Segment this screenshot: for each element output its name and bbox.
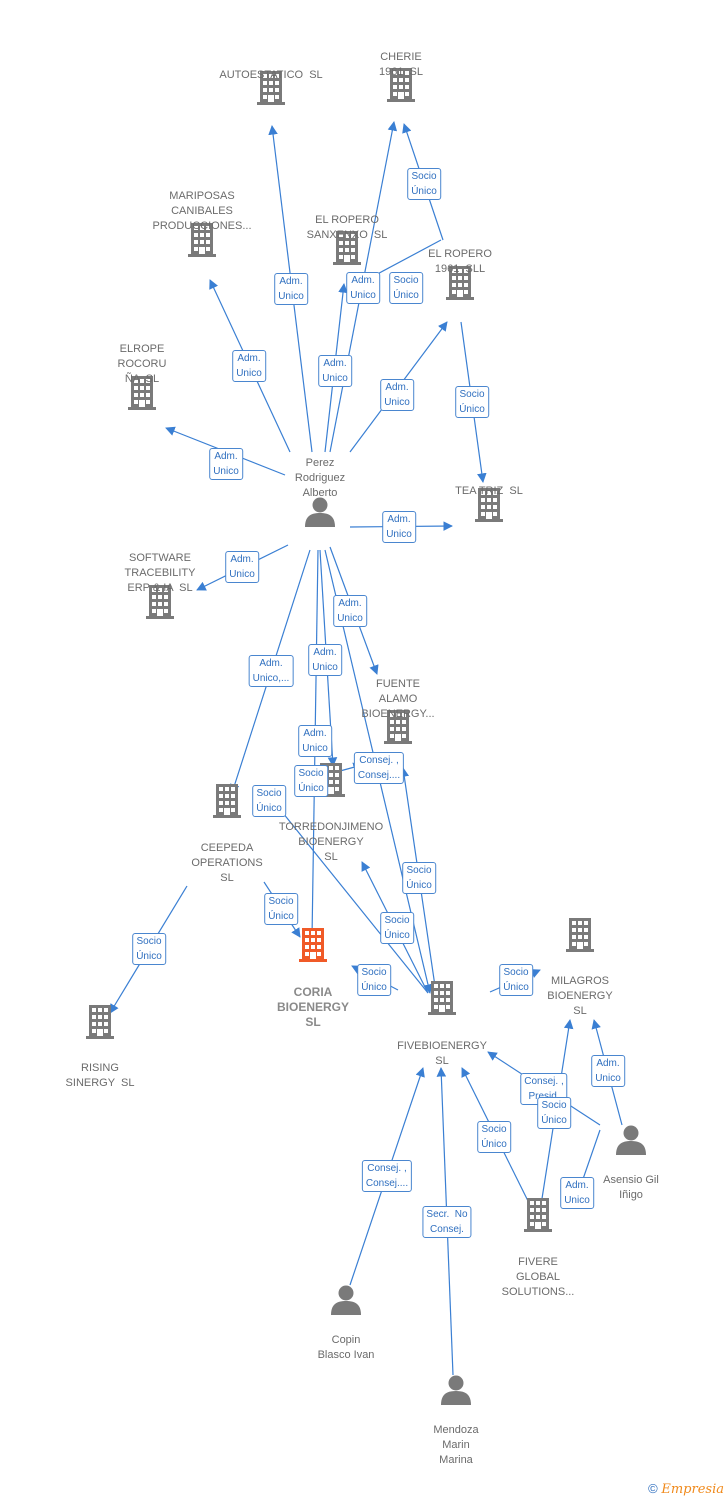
edge-label-perez-to-teatriz[interactable]: Adm. Unico <box>382 511 416 543</box>
edge-label-mendoza-to-fivebio[interactable]: Secr. No Consej. <box>422 1206 472 1238</box>
person-icon-copin[interactable] <box>331 1285 361 1316</box>
edge-label-fivebio-to-milagros[interactable]: Socio Único <box>499 964 533 996</box>
node-label-milagros[interactable]: MILAGROS BIOENERGY SL <box>547 975 613 1017</box>
node-label-elropero1961[interactable]: EL ROPERO 1961 SLL <box>428 248 492 275</box>
building-icon-coria[interactable] <box>299 928 327 962</box>
edge-label-fivebio-to-fuente[interactable]: Socio Único <box>402 862 436 894</box>
edge-label-torredon-to-fuente[interactable]: Consej. , Consej.... <box>353 752 405 784</box>
edge-label-fivere-to-milagros[interactable]: Socio Único <box>537 1097 571 1129</box>
edge-label-elropero1961-to-elroperosanx[interactable]: Socio Único <box>389 272 423 304</box>
edge-label-fivebio-to-coria[interactable]: Socio Único <box>357 964 391 996</box>
edge-label-perez-to-coria[interactable]: Adm. Unico <box>308 644 342 676</box>
person-icon-mendoza[interactable] <box>441 1375 471 1406</box>
edge-label-perez-to-fivebio[interactable]: Socio Único <box>294 765 328 797</box>
node-label-mariposas[interactable]: MARIPOSAS CANIBALES PRODUCCIONES... <box>152 190 252 232</box>
edge-label-perez-to-mariposas[interactable]: Adm. Unico <box>232 350 266 382</box>
node-label-cherie[interactable]: CHERIE 1961 SL <box>378 51 424 78</box>
edge-label-perez-to-elroperosanx[interactable]: Adm. Unico <box>318 355 352 387</box>
edge-label-elropero1961-to-cherie[interactable]: Socio Único <box>407 168 441 200</box>
building-icon-fivebio[interactable] <box>428 981 456 1015</box>
node-label-torredon[interactable]: TORREDONJIMENO BIOENERGY SL <box>278 821 384 863</box>
node-label-coria[interactable]: CORIA BIOENERGY SL <box>276 985 350 1029</box>
node-label-fivere[interactable]: FIVERE GLOBAL SOLUTIONS... <box>501 1256 575 1298</box>
node-label-ceepeda[interactable]: CEEPEDA OPERATIONS SL <box>191 842 263 884</box>
building-icon-rising[interactable] <box>86 1005 114 1039</box>
edge-label-asensio-to-milagros[interactable]: Adm. Unico <box>591 1055 625 1087</box>
node-label-rising[interactable]: RISING SINERGY SL <box>65 1062 135 1089</box>
node-label-copin[interactable]: Copin Blasco Ivan <box>317 1334 375 1361</box>
edge-label-ceepeda-to-rising[interactable]: Socio Único <box>132 933 166 965</box>
node-label-software[interactable]: SOFTWARE TRACEBILITY ERP & IA SL <box>124 552 196 594</box>
node-label-teatriz[interactable]: TEA TRIZ SL <box>455 485 523 497</box>
edge-label-asensio-to-fivere[interactable]: Adm. Unico <box>560 1177 594 1209</box>
node-label-fuente[interactable]: FUENTE ALAMO BIOENERGY... <box>361 678 435 720</box>
edge-label-perez-to-elropero1961[interactable]: Adm. Unico <box>380 379 414 411</box>
node-label-elrope[interactable]: ELROPE ROCORU ÑA SL <box>117 343 167 385</box>
edge-label-ceepeda-to-coria[interactable]: Socio Único <box>264 893 298 925</box>
edge-label-elropero1961-to-teatriz[interactable]: Socio Único <box>455 386 489 418</box>
copyright-symbol: © <box>648 1481 658 1496</box>
person-icon-asensio[interactable] <box>616 1125 646 1156</box>
edge-label-fivebio-to-torredon[interactable]: Socio Único <box>380 912 414 944</box>
node-label-mendoza[interactable]: Mendoza Marin Marina <box>433 1424 479 1466</box>
building-icon-ceepeda[interactable] <box>213 784 241 818</box>
edge-label-perez-to-cherie[interactable]: Adm. Unico <box>346 272 380 304</box>
node-label-elroperosanx[interactable]: EL ROPERO SANXENXO SL <box>306 214 388 241</box>
footer: © Empresia <box>648 1481 724 1497</box>
edge-label-perez-to-fuente[interactable]: Adm. Unico <box>333 595 367 627</box>
edge-label-perez-to-software[interactable]: Adm. Unico <box>225 551 259 583</box>
edge-label-copin-to-fivebio[interactable]: Consej. , Consej.... <box>361 1160 413 1192</box>
node-label-perez[interactable]: Perez Rodriguez Alberto <box>294 457 346 499</box>
person-icon-perez[interactable] <box>305 497 335 528</box>
edge-label-perez-to-autoestatico[interactable]: Adm. Unico <box>274 273 308 305</box>
edge-label-fivebio-to-torredon[interactable]: Socio Único <box>252 785 286 817</box>
building-icon-milagros[interactable] <box>566 918 594 952</box>
building-icon-fivere[interactable] <box>524 1198 552 1232</box>
node-label-fivebio[interactable]: FIVEBIOENERGY SL <box>397 1040 487 1067</box>
edge-fivebio-to-torredon <box>261 786 429 994</box>
edge-label-fivere-to-fivebio[interactable]: Socio Único <box>477 1121 511 1153</box>
edge-label-perez-to-torredon[interactable]: Adm. Unico <box>298 725 332 757</box>
edge-label-perez-to-ceepeda[interactable]: Adm. Unico,... <box>248 655 294 687</box>
edge-label-perez-to-elrope[interactable]: Adm. Unico <box>209 448 243 480</box>
node-label-asensio[interactable]: Asensio Gil Iñigo <box>603 1174 659 1201</box>
node-label-autoestatico[interactable]: AUTOESTATICO SL <box>219 69 323 81</box>
brand-logo[interactable]: Empresia <box>661 1482 724 1497</box>
